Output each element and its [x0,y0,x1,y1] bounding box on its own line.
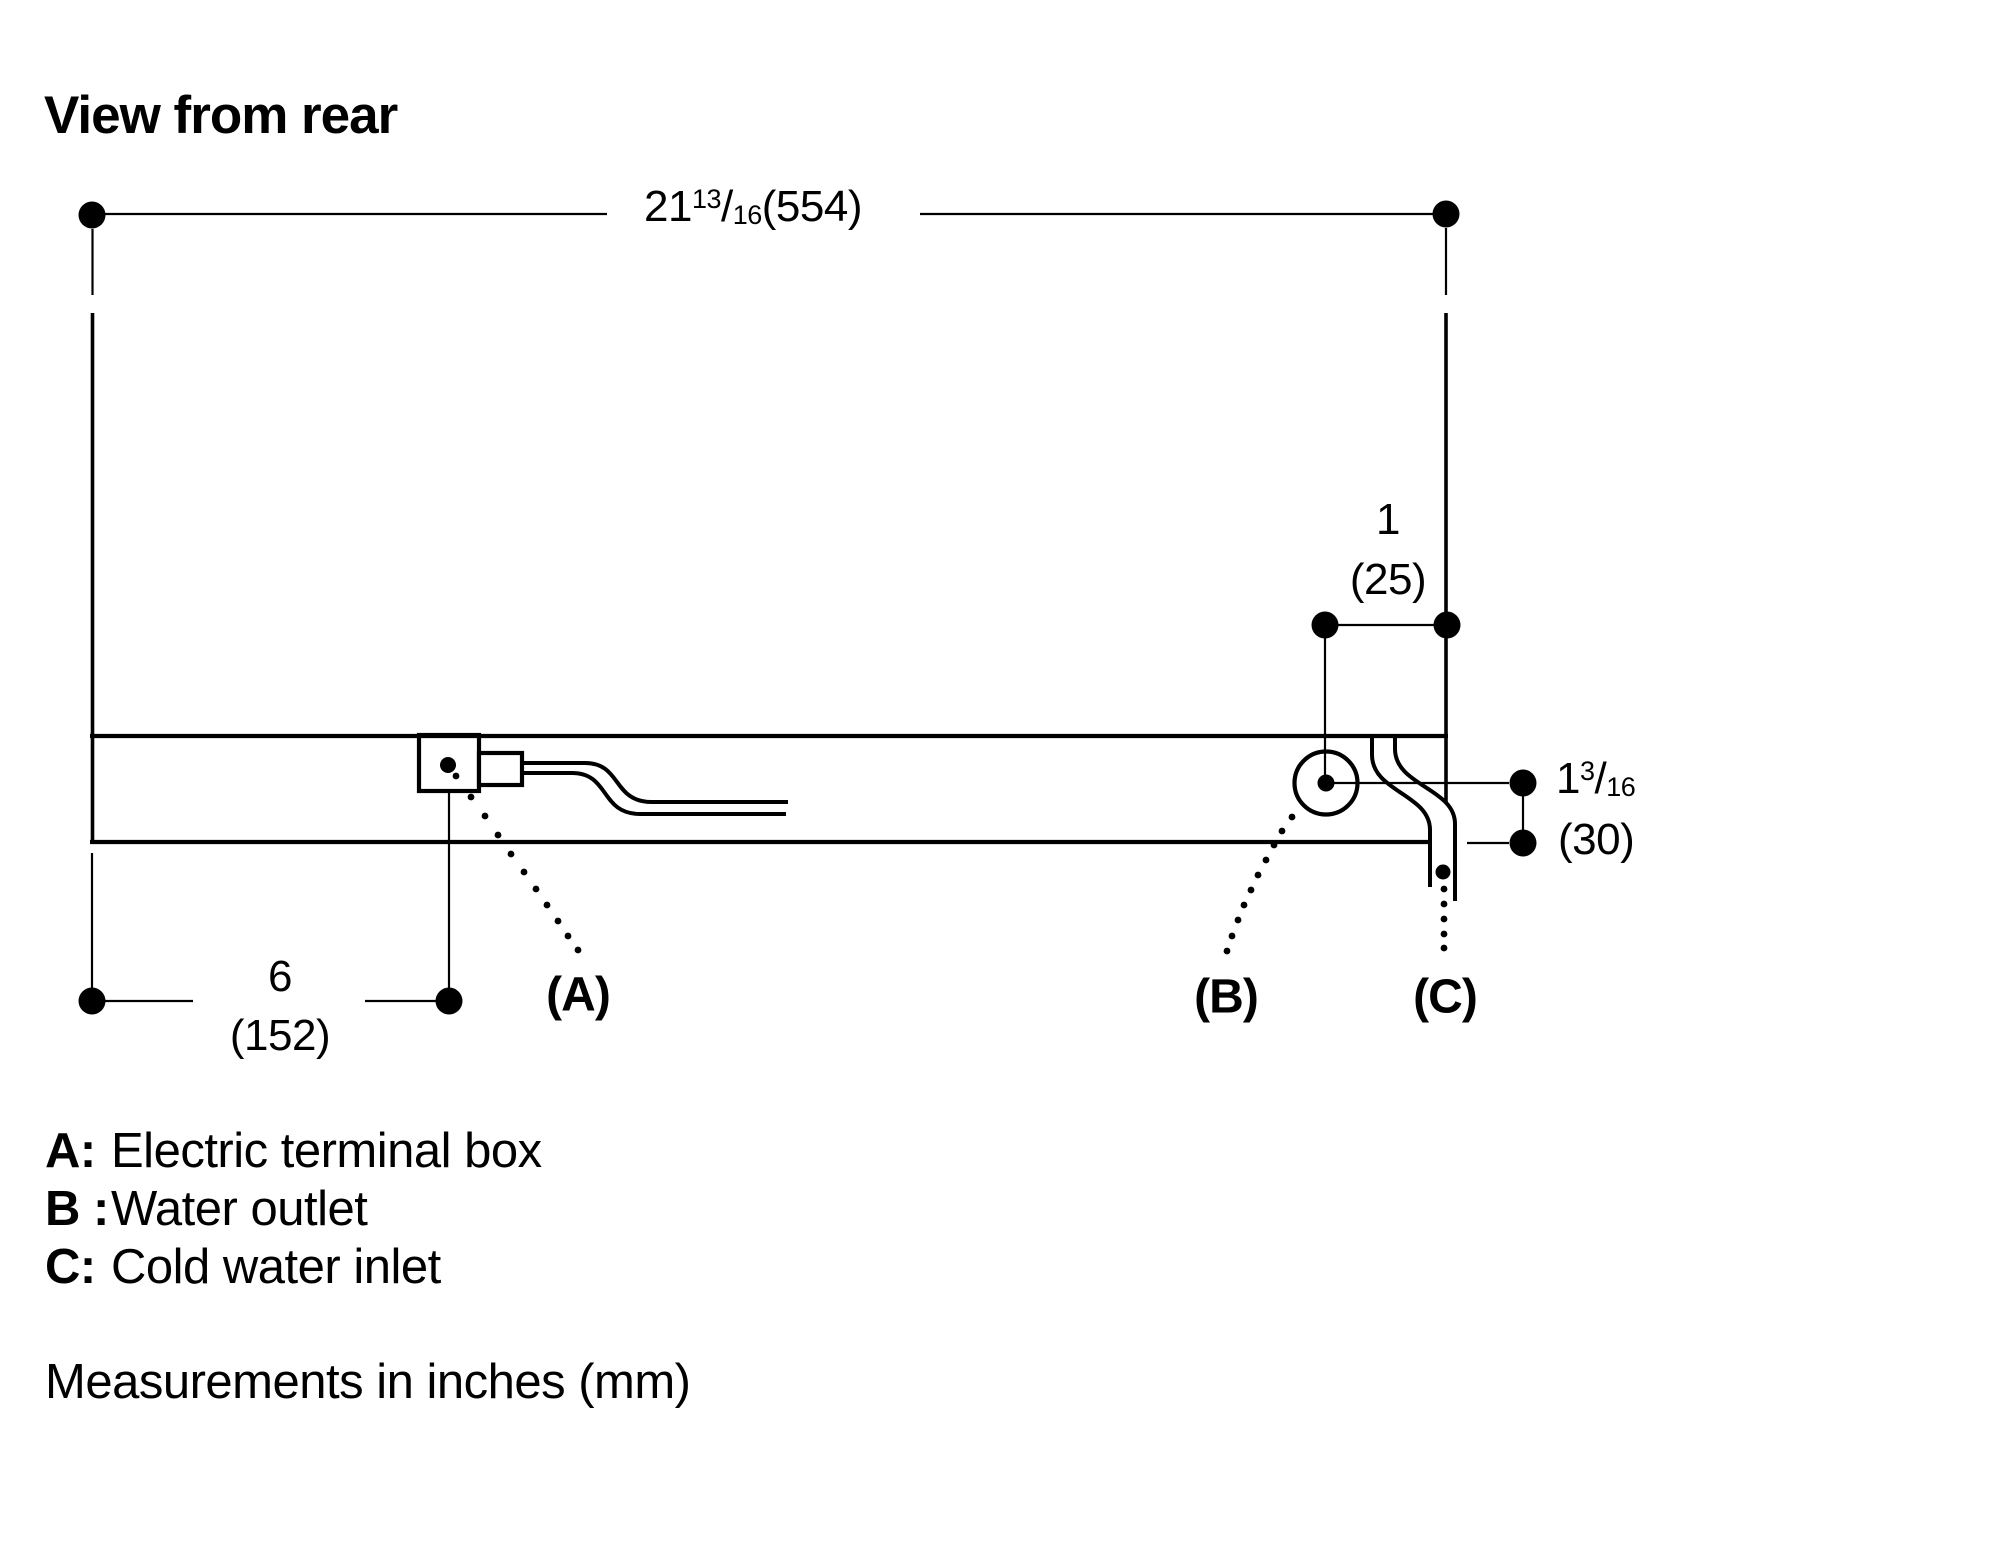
leader-a-dots [452,772,582,954]
legend-label-a: Electric terminal box [111,1124,542,1178]
dimension-dot [1311,611,1339,639]
dim-width-frac-num: 13 [691,183,722,214]
legend-key-c: C: [45,1240,96,1294]
dimension-dot [1433,611,1461,639]
legend-label-b: Water outlet [111,1182,368,1236]
dim-width-frac-den: 16 [732,199,763,230]
dimension-overall-width-lines [78,200,1460,295]
callout-b: (B) [1194,970,1259,1024]
dimension-outlet-offset-lines [1311,611,1461,639]
dimension-outlet-height-lines [1326,769,1537,857]
dimension-outlet-height-inches: 13/16 [1556,753,1636,803]
dim-height-inches: 1 [1556,753,1580,803]
page-title: View from rear [44,86,398,145]
water-outlet [1292,627,1360,817]
dimension-terminal-offset-lines [78,791,463,1015]
electric-terminal-box [416,732,788,816]
callout-a: (A) [546,968,611,1022]
dim-width-mm: (554) [761,181,863,231]
legend-label-c: Cold water inlet [111,1240,441,1294]
dim-height-frac-num: 3 [1579,755,1595,786]
dimension-dot [435,987,463,1015]
callout-c: (C) [1413,970,1478,1024]
dimension-outlet-offset-inches: 1 [1376,494,1400,544]
dimension-dot [1509,829,1537,857]
dimension-terminal-offset-mm: (152) [229,1010,331,1060]
legend: A:Electric terminal box B :Water outlet … [45,1122,542,1296]
legend-key-b: B : [45,1182,109,1236]
dim-width-frac-slash: / [721,181,733,231]
leader-b-dots [1223,813,1296,955]
legend-key-a: A: [45,1124,96,1178]
dimension-terminal-offset-inches: 6 [268,951,292,1001]
leader-c-dots [1435,864,1451,952]
appliance-outline [90,313,1448,845]
dim-height-frac-slash: / [1594,753,1607,803]
dimension-outlet-height-mm: (30) [1558,814,1635,864]
terminal-point [440,757,456,773]
legend-row-a: A: Electric terminal box [45,1122,542,1180]
dimension-outlet-offset-mm: (25) [1349,554,1427,604]
legend-row-b: B :Water outlet [45,1180,542,1238]
dimension-dot [78,987,106,1015]
inlet-point [1435,864,1451,880]
dimension-overall-width-text: 2113/16(554) [644,181,863,231]
dimension-dot [78,201,106,229]
legend-row-c: C: Cold water inlet [45,1238,542,1296]
cold-water-inlet-pipe [1370,736,1457,901]
dim-height-frac-den: 16 [1606,771,1636,802]
dimension-dot [1432,200,1460,228]
dim-width-inches: 21 [644,181,692,231]
dimension-dot [1509,769,1537,797]
units-note: Measurements in inches (mm) [45,1355,691,1409]
